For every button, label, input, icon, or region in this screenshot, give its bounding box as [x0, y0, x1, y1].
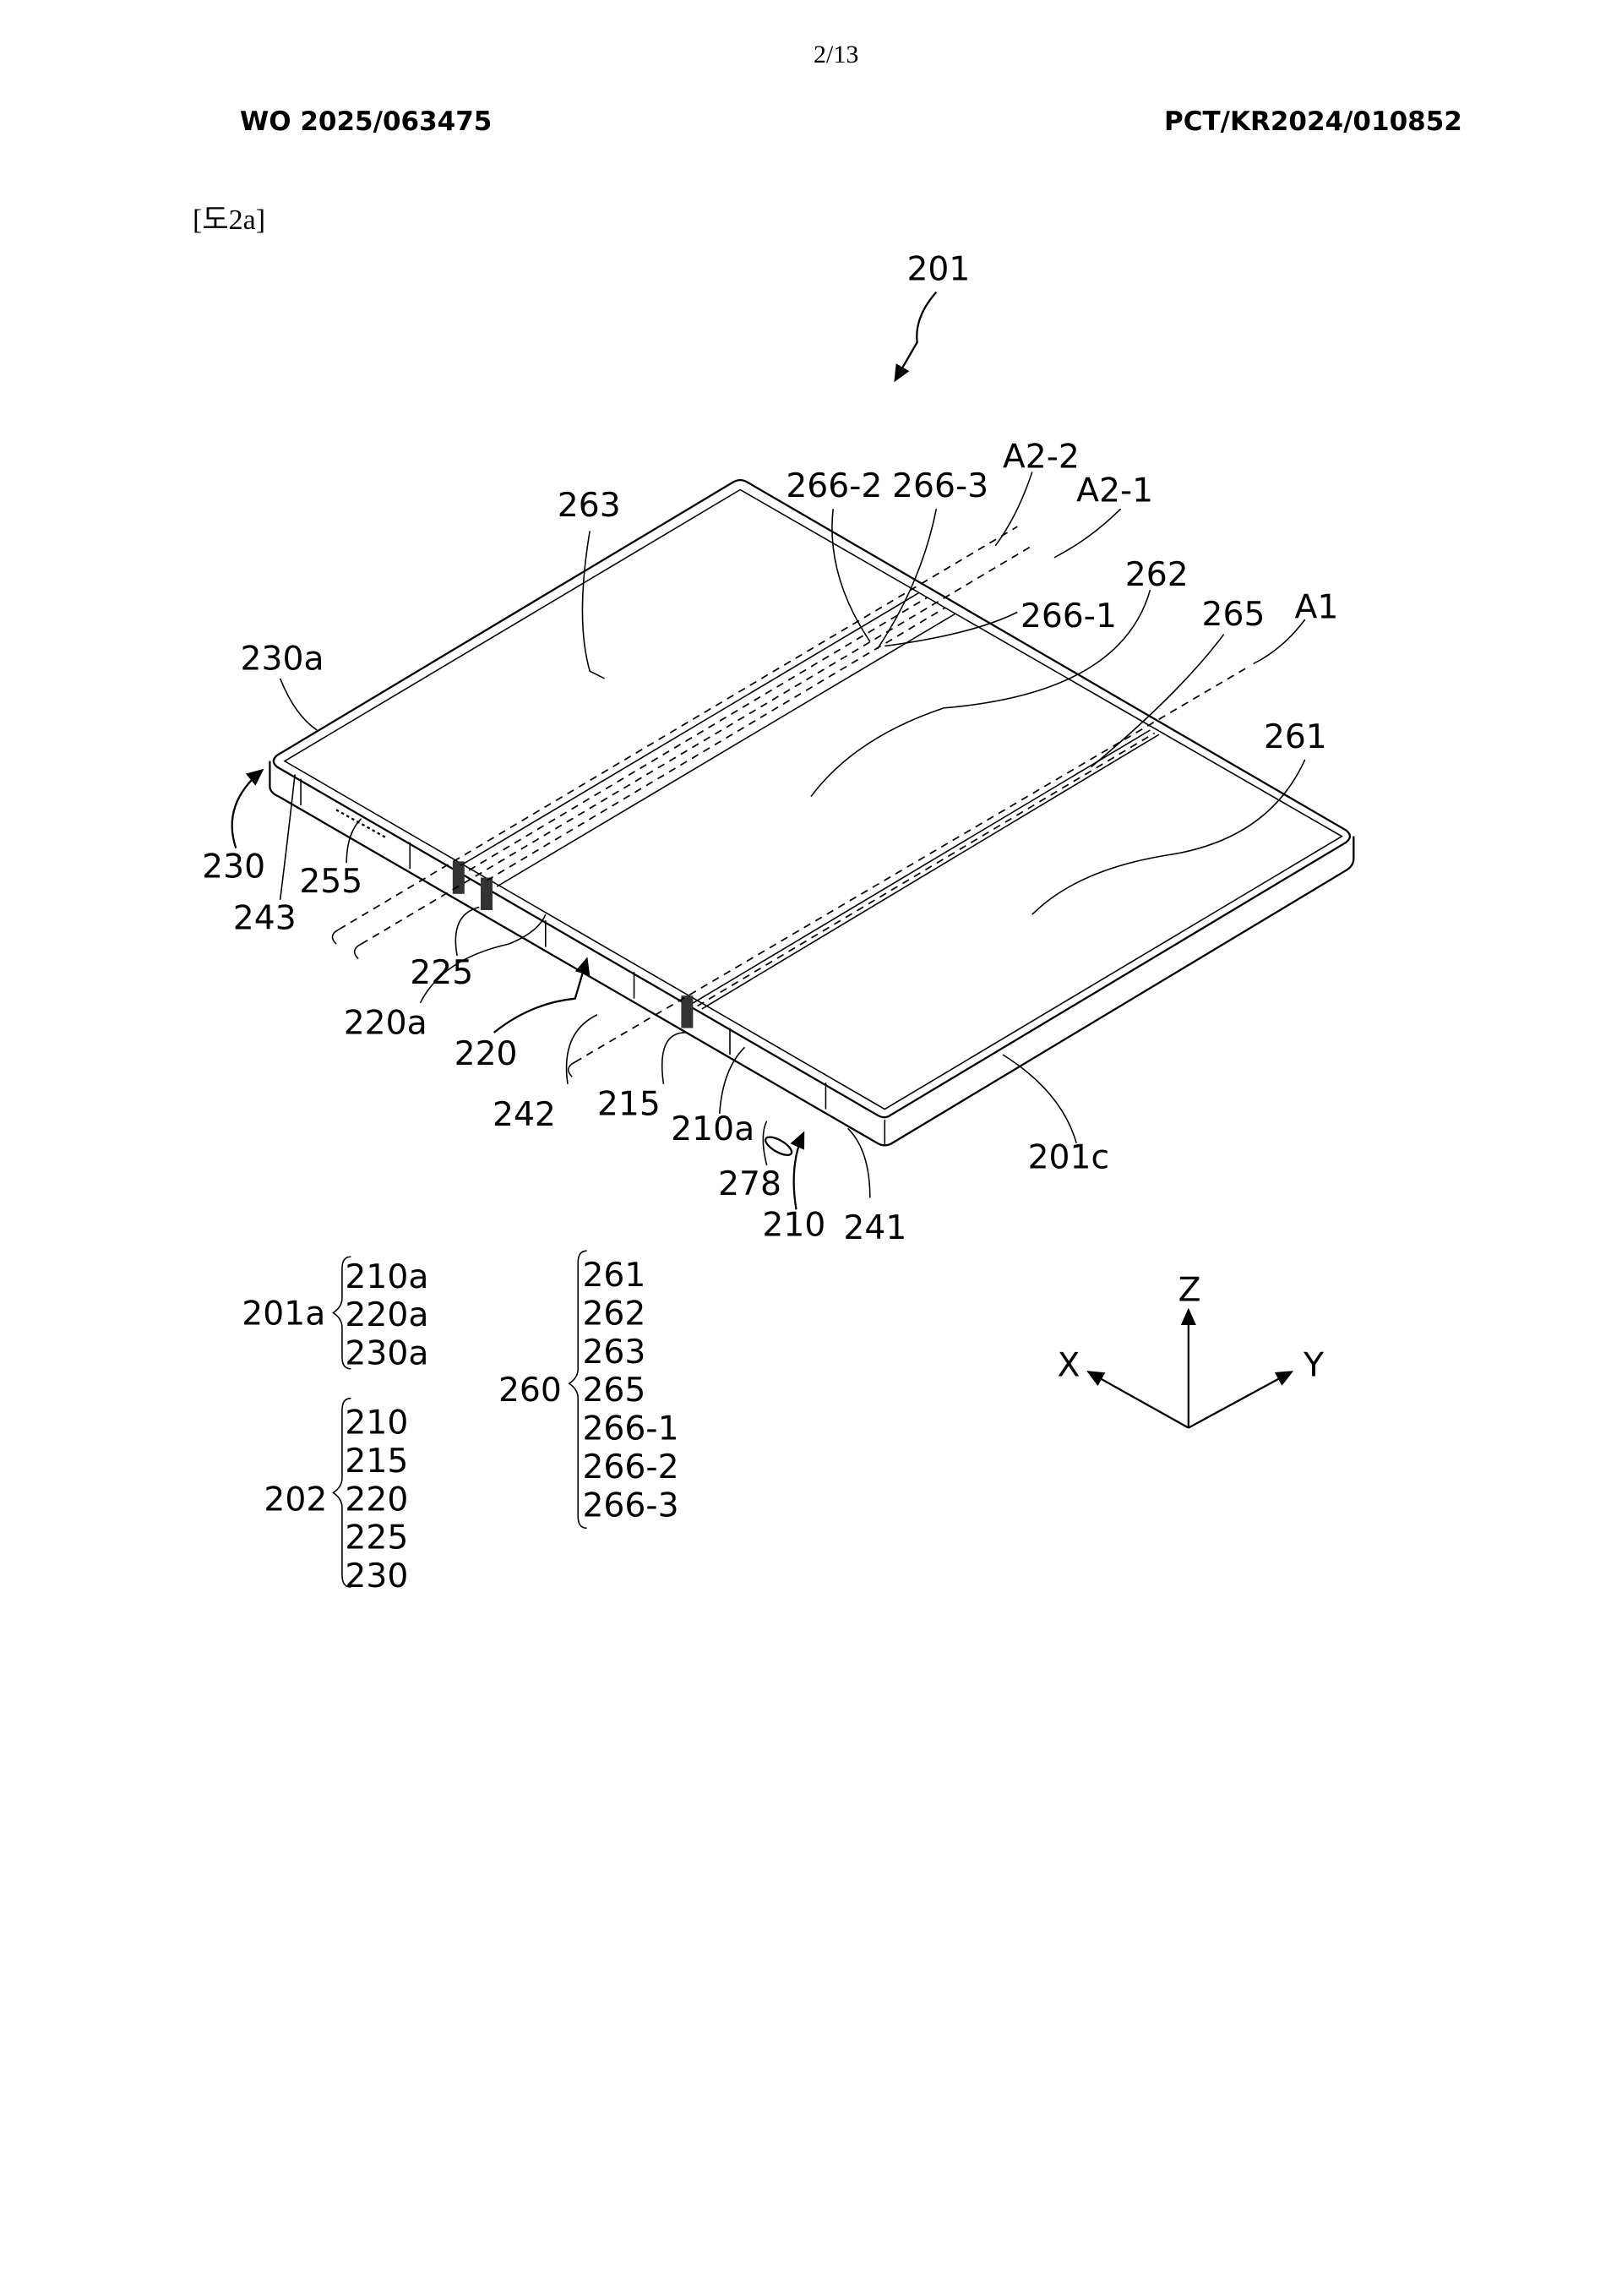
label-230a: 230a [241, 640, 324, 678]
legend-item: 220a [345, 1296, 428, 1334]
label-263: 263 [558, 487, 621, 525]
application-number: PCT/KR2024/010852 [1164, 106, 1462, 137]
label-210a: 210a [671, 1110, 754, 1148]
legend-item: 225 [345, 1519, 408, 1557]
label-220a: 220a [344, 1005, 427, 1043]
label-225: 225 [410, 954, 473, 992]
legend-item: 266-3 [582, 1486, 678, 1524]
axis-y-label: Y [1303, 1347, 1325, 1385]
fold-bands [331, 526, 1247, 1077]
label-278: 278 [718, 1165, 781, 1203]
label-241: 241 [843, 1209, 906, 1247]
reference-labels: 201 263 266-2 266-3 A2-2 A2-1 262 266-1 … [202, 251, 1338, 1248]
legend-item: 230 [345, 1557, 408, 1595]
legend-item: 262 [582, 1295, 645, 1333]
label-201c: 201c [1028, 1138, 1110, 1176]
legend-parent: 202 [264, 1481, 327, 1519]
legend-item: 215 [345, 1442, 408, 1481]
label-201: 201 [906, 251, 970, 289]
legend-item: 230a [345, 1335, 428, 1373]
label-242: 242 [493, 1096, 556, 1134]
label-266-1: 266-1 [1021, 597, 1117, 635]
label-243: 243 [233, 900, 297, 938]
axis-x-label: X [1057, 1347, 1080, 1385]
label-a1: A1 [1295, 588, 1339, 626]
label-262: 262 [1125, 556, 1189, 594]
legend-item: 266-2 [582, 1448, 678, 1486]
label-261: 261 [1264, 718, 1327, 756]
legend-item: 265 [582, 1372, 645, 1410]
legend-201a: 201a 210a 220a 230a [242, 1256, 428, 1373]
legend-item: 261 [582, 1257, 645, 1295]
legend-202: 202 210 215 220 225 230 [264, 1397, 408, 1595]
page-number: 2/13 [814, 41, 859, 68]
label-210: 210 [762, 1207, 825, 1245]
label-a2-1: A2-1 [1076, 472, 1153, 510]
legend-parent: 260 [498, 1372, 562, 1410]
device-body [269, 479, 1355, 1156]
label-215: 215 [597, 1086, 661, 1124]
label-a2-2: A2-2 [1003, 438, 1080, 476]
label-266-3: 266-3 [892, 467, 988, 505]
label-230: 230 [202, 848, 265, 886]
leader-lines [231, 291, 1306, 1210]
legend-item: 210a [345, 1258, 428, 1296]
label-265: 265 [1202, 596, 1265, 634]
legend-item: 266-1 [582, 1410, 678, 1448]
publication-number: WO 2025/063475 [240, 106, 493, 137]
figure-label: [도2a] [193, 205, 266, 236]
legend-item: 263 [582, 1333, 645, 1372]
axis-z-label: Z [1178, 1272, 1201, 1310]
label-255: 255 [299, 863, 362, 901]
legend-parent: 201a [242, 1295, 325, 1333]
coordinate-axes: Z X Y [1057, 1272, 1325, 1429]
legend-260: 260 261 262 263 265 266-1 266-2 266-3 [498, 1250, 679, 1530]
label-220: 220 [454, 1035, 518, 1073]
legend-item: 210 [345, 1404, 408, 1442]
legend-item: 220 [345, 1481, 408, 1519]
label-266-2: 266-2 [786, 467, 882, 505]
